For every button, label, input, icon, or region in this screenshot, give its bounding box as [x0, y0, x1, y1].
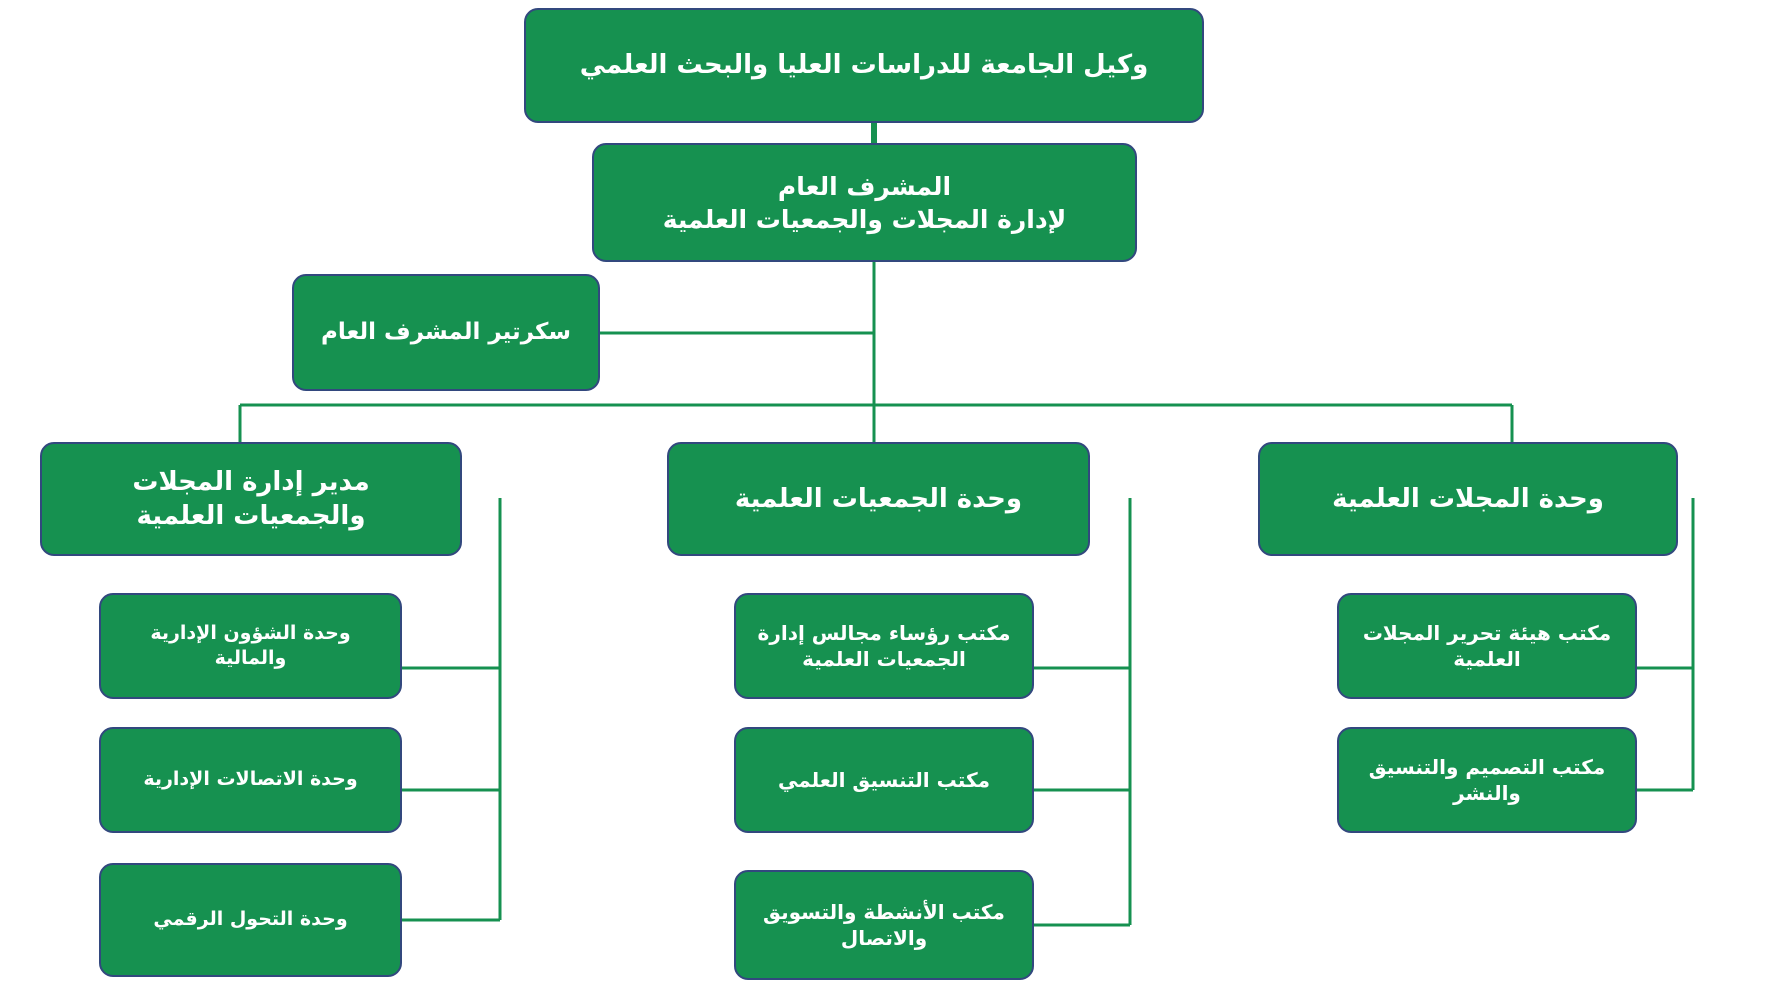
node-label: وحدة التحول الرقمي	[153, 908, 348, 931]
node-label: مكتب التنسيق العلمي	[778, 767, 990, 792]
node-editorial-board-office[interactable]: مكتب هيئة تحرير المجلات العلمية	[1337, 593, 1637, 699]
node-administrative-communications-unit[interactable]: وحدة الاتصالات الإدارية	[99, 727, 402, 833]
node-supervisor-secretary[interactable]: سكرتير المشرف العام	[292, 274, 600, 391]
node-label: المشرف العام لإدارة المجلات والجمعيات ال…	[662, 171, 1067, 234]
node-digital-transformation-unit[interactable]: وحدة التحول الرقمي	[99, 863, 402, 977]
node-label: وكيل الجامعة للدراسات العليا والبحث العل…	[579, 50, 1149, 81]
node-scientific-societies-unit[interactable]: وحدة الجمعيات العلمية	[667, 442, 1090, 556]
node-activities-marketing-communication-office[interactable]: مكتب الأنشطة والتسويق والاتصال	[734, 870, 1034, 980]
node-label: مكتب رؤساء مجالس إدارة الجمعيات العلمية	[757, 620, 1011, 671]
node-label: وحدة الشؤون الإدارية والمالية	[150, 621, 351, 669]
node-administrative-financial-affairs-unit[interactable]: وحدة الشؤون الإدارية والمالية	[99, 593, 402, 699]
node-society-boards-chairs-office[interactable]: مكتب رؤساء مجالس إدارة الجمعيات العلمية	[734, 593, 1034, 699]
node-design-coordination-publishing-office[interactable]: مكتب التصميم والتنسيق والنشر	[1337, 727, 1637, 833]
node-label: وحدة الاتصالات الإدارية	[143, 768, 358, 791]
node-scientific-journals-unit[interactable]: وحدة المجلات العلمية	[1258, 442, 1678, 556]
node-director-journals-societies[interactable]: مدير إدارة المجلات والجمعيات العلمية	[40, 442, 462, 556]
node-label: سكرتير المشرف العام	[320, 319, 571, 346]
node-label: وحدة الجمعيات العلمية	[734, 483, 1023, 514]
node-scientific-coordination-office[interactable]: مكتب التنسيق العلمي	[734, 727, 1034, 833]
node-vice-president-graduate-studies-research[interactable]: وكيل الجامعة للدراسات العليا والبحث العل…	[524, 8, 1204, 123]
node-label: مكتب التصميم والتنسيق والنشر	[1368, 754, 1606, 805]
node-label: مكتب الأنشطة والتسويق والاتصال	[763, 899, 1005, 950]
node-label: مدير إدارة المجلات والجمعيات العلمية	[132, 466, 370, 531]
node-label: مكتب هيئة تحرير المجلات العلمية	[1362, 620, 1612, 671]
node-label: وحدة المجلات العلمية	[1332, 483, 1604, 514]
node-general-supervisor[interactable]: المشرف العام لإدارة المجلات والجمعيات ال…	[592, 143, 1137, 262]
